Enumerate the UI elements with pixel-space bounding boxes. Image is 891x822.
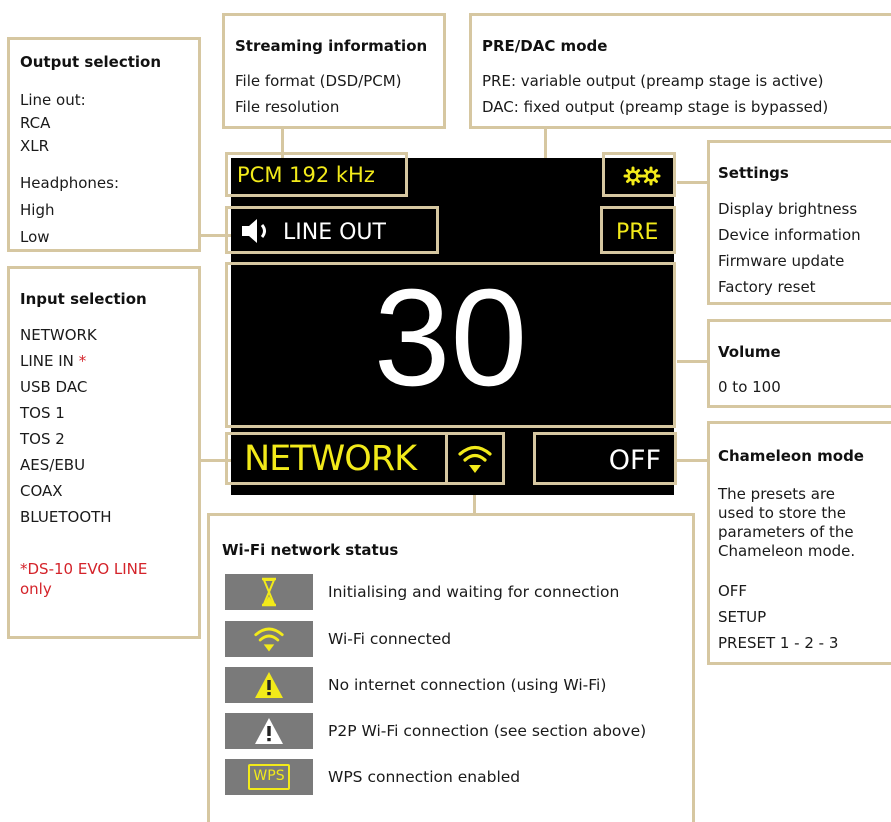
input-item: USB DAC: [20, 378, 88, 396]
streaming-info-item: File resolution: [235, 98, 340, 116]
input-item: AES/EBU: [20, 456, 86, 474]
format-text: PCM 192 kHz: [237, 163, 375, 187]
input-item: TOS 1: [20, 404, 65, 422]
connector-streaming: [281, 126, 284, 158]
wifi-status-label: Wi-Fi connected: [328, 630, 452, 648]
hourglass-icon: [262, 577, 276, 607]
line-out-label: Line out:: [20, 91, 86, 109]
volume-title: Volume: [718, 343, 781, 361]
mode-indicator: PRE: [600, 206, 676, 254]
settings-indicator: [602, 152, 676, 197]
device-display: PCM 192 kHz LINE OUT P: [225, 152, 677, 495]
wifi-status-label: P2P Wi-Fi connection (see section above): [328, 722, 647, 740]
speaker-icon: [242, 219, 266, 243]
wifi-status-title: Wi-Fi network status: [222, 541, 399, 559]
settings-item: Display brightness: [718, 200, 858, 218]
wifi-status-label: Initialising and waiting for connection: [328, 583, 620, 601]
pre-dac-mode-title: PRE/DAC mode: [482, 37, 608, 55]
headphones-item: High: [20, 201, 55, 219]
headphones-label: Headphones:: [20, 174, 120, 192]
mode-text: PRE: [616, 220, 659, 245]
wps-icon-text: WPS: [253, 768, 285, 784]
pre-dac-mode-item: PRE: variable output (preamp stage is ac…: [482, 72, 824, 90]
format-indicator: PCM 192 kHz: [225, 152, 408, 197]
status-icon-cell: WPS: [225, 759, 313, 795]
connector-output: [201, 234, 231, 237]
input-indicator: NETWORK: [225, 432, 448, 485]
pre-dac-mode-item: DAC: fixed output (preamp stage is bypas…: [482, 98, 829, 116]
settings-title: Settings: [718, 164, 789, 182]
pre-dac-mode-panel: PRE/DAC mode PRE: variable output (pream…: [469, 13, 891, 129]
status-icon-cell: [225, 667, 313, 703]
settings-item: Firmware update: [718, 252, 845, 270]
volume-value: 30: [373, 261, 528, 415]
status-icon-cell: [225, 574, 313, 610]
connector-settings: [677, 181, 707, 184]
input-item-line-in: LINE IN *: [20, 348, 86, 374]
input-selection-panel: Input selection NETWORK LINE IN * USB DA…: [7, 266, 201, 639]
output-selection-title: Output selection: [20, 53, 162, 71]
chameleon-mode-panel: Chameleon mode The presets are used to s…: [707, 421, 891, 665]
streaming-info-item: File format (DSD/PCM): [235, 72, 402, 90]
wifi-icon: [458, 445, 492, 473]
wifi-indicator: [445, 432, 505, 485]
connector-input: [201, 459, 231, 462]
connector-chameleon: [677, 459, 707, 462]
wifi-status-label: No internet connection (using Wi-Fi): [328, 676, 607, 694]
wifi-icon: [254, 627, 284, 652]
connector-volume: [677, 360, 707, 363]
output-text: LINE OUT: [283, 220, 386, 245]
warning-white-icon: [255, 718, 283, 744]
chameleon-mode-item: PRESET 1 - 2 - 3: [718, 634, 839, 652]
input-text: NETWORK: [244, 439, 417, 479]
settings-panel: Settings Display brightness Device infor…: [707, 140, 891, 305]
input-item: TOS 2: [20, 430, 65, 448]
chameleon-indicator: OFF: [533, 432, 677, 485]
input-item-label: LINE IN: [20, 352, 74, 370]
output-indicator: LINE OUT: [225, 206, 439, 254]
chameleon-mode-title: Chameleon mode: [718, 447, 864, 465]
chameleon-mode-item: SETUP: [718, 608, 767, 626]
status-icon-cell: [225, 713, 313, 749]
line-out-item: XLR: [20, 137, 50, 155]
volume-display: 30: [225, 261, 676, 428]
warning-yellow-icon: [255, 672, 283, 698]
settings-item: Device information: [718, 226, 861, 244]
asterisk-marker: *: [78, 352, 87, 370]
line-out-item: RCA: [20, 114, 51, 132]
headphones-item: Low: [20, 228, 50, 246]
streaming-info-title: Streaming information: [235, 37, 428, 55]
gear-icon: [623, 166, 661, 186]
status-icon-cell: [225, 621, 313, 657]
chameleon-mode-description: The presets are used to store the parame…: [718, 485, 856, 560]
settings-item: Factory reset: [718, 278, 816, 296]
input-selection-title: Input selection: [20, 290, 147, 308]
volume-panel: Volume 0 to 100: [707, 319, 891, 408]
wps-icon: WPS: [248, 764, 290, 790]
chameleon-mode-item: OFF: [718, 582, 748, 600]
output-selection-panel: Output selection Line out: RCA XLR Headp…: [7, 37, 201, 252]
connector-wifi: [473, 480, 476, 513]
volume-range: 0 to 100: [718, 378, 781, 396]
input-item: NETWORK: [20, 326, 97, 344]
input-item: COAX: [20, 482, 63, 500]
wifi-status-label: WPS connection enabled: [328, 768, 521, 786]
streaming-info-panel: Streaming information File format (DSD/P…: [222, 13, 446, 129]
footnote: *DS-10 EVO LINE only: [20, 560, 148, 598]
chameleon-text: OFF: [608, 445, 661, 476]
input-item: BLUETOOTH: [20, 508, 112, 526]
